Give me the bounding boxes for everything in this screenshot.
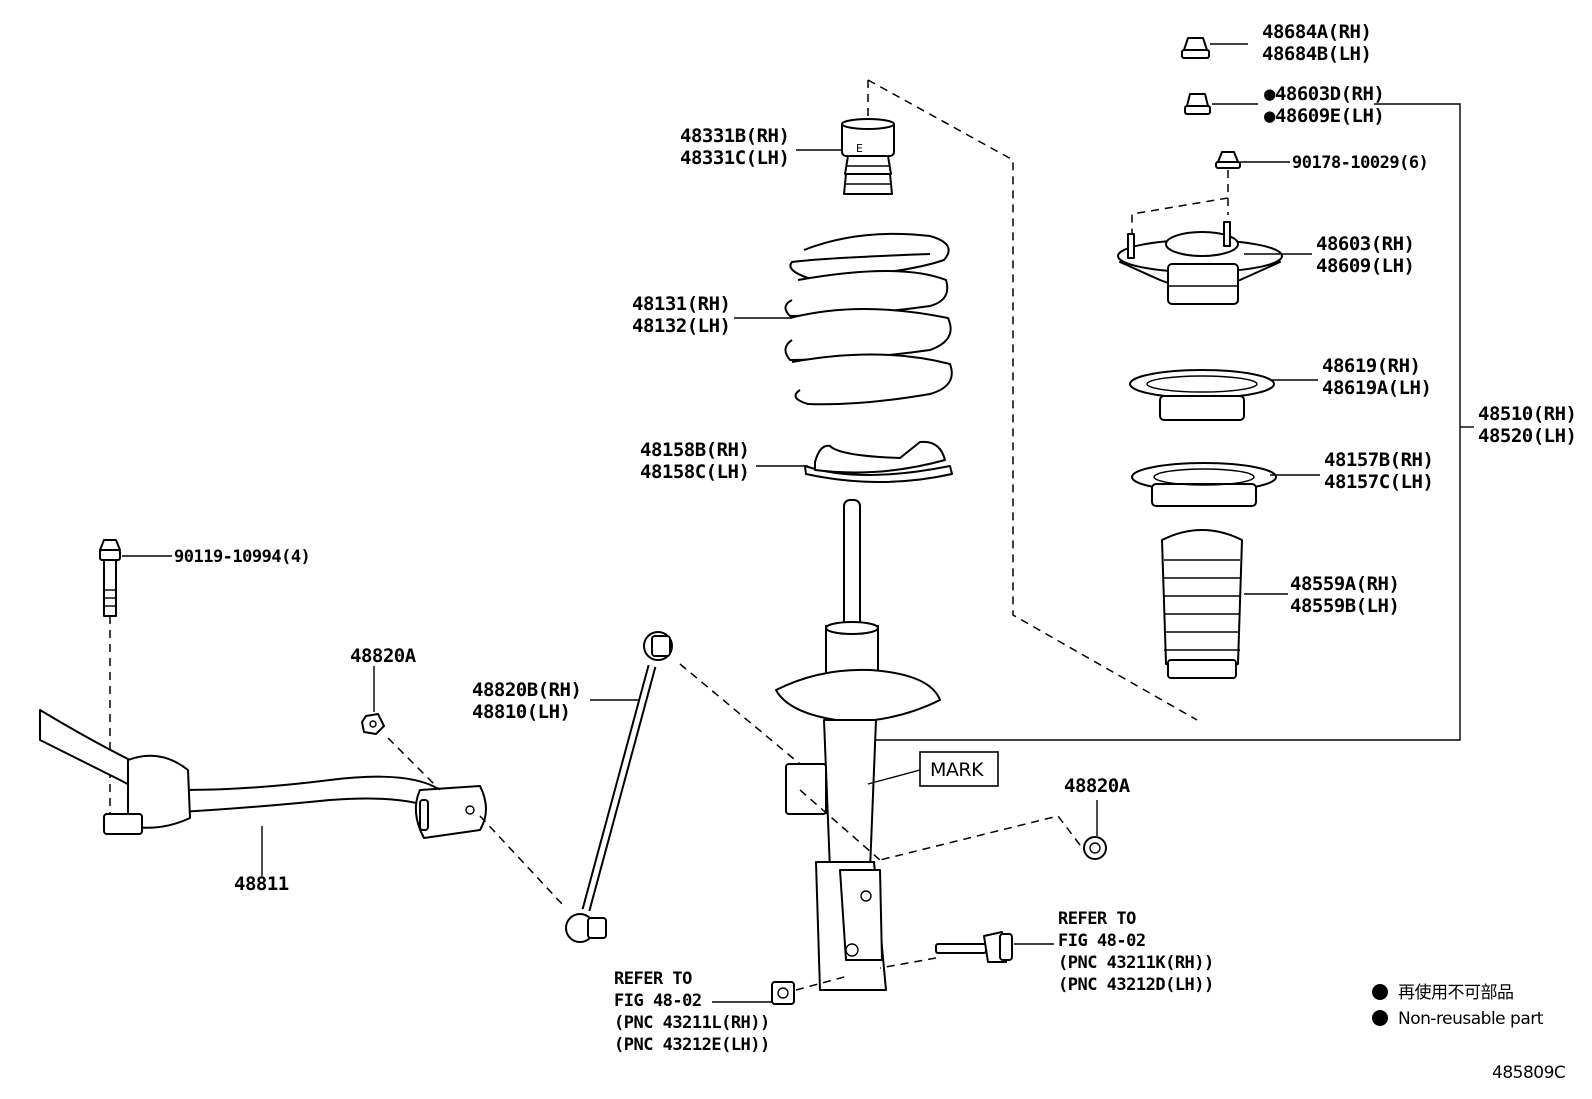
label-ref-left-2: FIG 48-02: [614, 991, 702, 1011]
spring-seat-48157-icon: [1131, 462, 1277, 507]
label-48609e: ●48609E(LH): [1264, 105, 1384, 127]
dashed-link-strut: [679, 663, 801, 765]
label-90178: 90178-10029(6): [1292, 153, 1428, 173]
shock-absorber-48510-icon: [775, 499, 941, 991]
nut-48820a-left-icon: [361, 713, 385, 735]
mark-label-box: [919, 751, 999, 787]
nut-48684-icon: [1181, 37, 1210, 59]
label-ref-right-1: REFER TO: [1058, 909, 1136, 929]
support-48603-icon: [1117, 221, 1283, 305]
nut-48603d-icon: [1184, 93, 1211, 115]
bracket-48510: [868, 103, 1461, 741]
label-48810: 48810(LH): [472, 701, 570, 723]
label-48820a-right: 48820A: [1064, 775, 1131, 797]
dashed-bolt-right: [879, 957, 937, 969]
svg-text:E: E: [856, 142, 863, 155]
dust-boot-48559-icon: [1161, 529, 1243, 679]
dashed-48820a-left: [387, 737, 441, 791]
figure-code: 485809C: [1492, 1063, 1565, 1083]
bolt-90119-icon: [99, 539, 121, 617]
label-48158c: 48158C(LH): [640, 461, 749, 483]
label-ref-left-3: (PNC 43211L(RH)): [614, 1013, 770, 1033]
bolt-43211k-icon: [935, 931, 1013, 963]
legend-bullet-2: [1372, 1010, 1388, 1026]
label-90119: 90119-10994(4): [174, 547, 310, 567]
label-48820b: 48820B(RH): [472, 679, 581, 701]
label-48684a: 48684A(RH): [1262, 21, 1371, 43]
assembly-dashed-outline: [867, 79, 1198, 721]
coil-spring-48131-icon: [784, 232, 953, 406]
label-ref-left-1: REFER TO: [614, 969, 692, 989]
label-48157c: 48157C(LH): [1324, 471, 1433, 493]
label-48331b: 48331B(RH): [680, 125, 789, 147]
legend-line-2: Non-reusable part: [1398, 1009, 1544, 1029]
label-48811: 48811: [234, 873, 289, 895]
label-48619: 48619(RH): [1322, 355, 1420, 377]
label-mark: MARK: [930, 759, 984, 781]
bound-stopper-48331-icon: E: [841, 118, 895, 195]
label-ref-right-3: (PNC 43211K(RH)): [1058, 953, 1214, 973]
legend-bullet-1: [1372, 984, 1388, 1000]
dashed-48820a-right: [879, 815, 1081, 861]
label-48331c: 48331C(LH): [680, 147, 789, 169]
nut-90178-icon: [1215, 151, 1241, 169]
label-48131: 48131(RH): [632, 293, 730, 315]
stabilizer-link-48820b-icon: [565, 631, 673, 943]
legend-line-1: 再使用不可部品: [1398, 982, 1514, 1003]
label-48619a: 48619A(LH): [1322, 377, 1431, 399]
nut-48820a-right-icon: [1083, 836, 1107, 860]
label-ref-right-4: (PNC 43212D(LH)): [1058, 975, 1214, 995]
label-ref-left-4: (PNC 43212E(LH)): [614, 1035, 770, 1055]
label-48609: 48609(LH): [1316, 255, 1414, 277]
label-48520: 48520(LH): [1478, 425, 1576, 447]
label-48157b: 48157B(RH): [1324, 449, 1433, 471]
nut-43211l-icon: [771, 981, 795, 1005]
label-48559b: 48559B(LH): [1290, 595, 1399, 617]
label-48559a: 48559A(RH): [1290, 573, 1399, 595]
leader-mark: [867, 769, 921, 785]
label-48684b: 48684B(LH): [1262, 43, 1371, 65]
insulator-48158-icon: [804, 440, 953, 483]
dashed-bar-link: [479, 815, 563, 905]
label-48603: 48603(RH): [1316, 233, 1414, 255]
label-48820a-left: 48820A: [350, 645, 417, 667]
dashed-nut-left: [795, 975, 849, 991]
label-48158b: 48158B(RH): [640, 439, 749, 461]
label-48132: 48132(LH): [632, 315, 730, 337]
label-ref-right-2: FIG 48-02: [1058, 931, 1146, 951]
bearing-48619-icon: [1129, 369, 1275, 421]
label-48603d: ●48603D(RH): [1264, 83, 1384, 105]
label-48510: 48510(RH): [1478, 403, 1576, 425]
stabilizer-bar-48811-icon: [39, 709, 487, 839]
dashed-link-strut-2: [799, 789, 881, 861]
